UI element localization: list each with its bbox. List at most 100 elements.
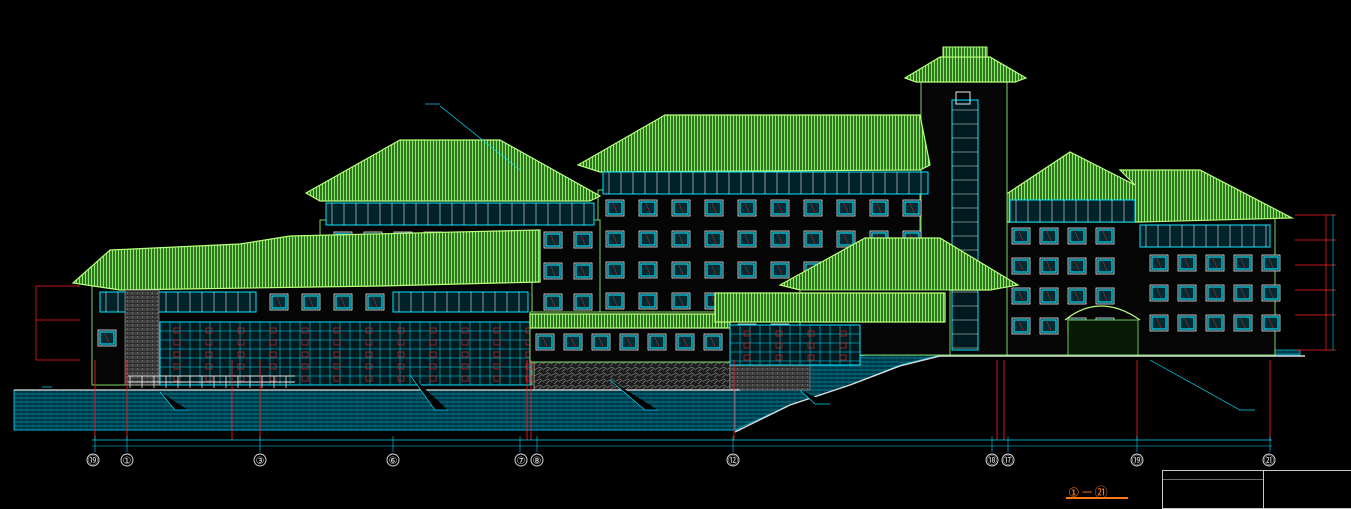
ground-layer [13, 349, 1305, 433]
window-swing [1102, 289, 1108, 303]
window-glass [1263, 256, 1279, 270]
window-swing [682, 335, 688, 349]
curtain-vent [743, 354, 751, 361]
grid-axis-circle [120, 453, 134, 467]
window-swing [104, 331, 110, 345]
window-glass [739, 232, 755, 246]
window-glass [537, 335, 553, 349]
curtain-vent [333, 351, 341, 358]
window-swing [612, 294, 618, 308]
window-glass [575, 233, 591, 247]
window-swing [1184, 286, 1190, 300]
curtain-vent [269, 351, 277, 358]
window-glass [1013, 319, 1029, 333]
curtain-vent [173, 339, 181, 346]
window-glass [739, 201, 755, 215]
curtain-vent [205, 327, 213, 334]
window-swing [542, 335, 548, 349]
window-glass [1013, 289, 1029, 303]
curtain-vent [301, 339, 309, 346]
window-swing [612, 201, 618, 215]
window-swing [1212, 316, 1218, 330]
left-wing-roof [71, 229, 541, 291]
window-swing [1046, 289, 1052, 303]
curtain-vent [493, 351, 501, 358]
window-glass [1097, 289, 1113, 303]
window-glass [1263, 286, 1279, 300]
window-glass [838, 201, 854, 215]
window-swing [678, 294, 684, 308]
window-swing [1212, 286, 1218, 300]
window-swing [550, 295, 556, 309]
window-glass [1069, 289, 1085, 303]
window-glass [1151, 286, 1167, 300]
title-block-divider [1263, 471, 1264, 508]
curtain-vent [205, 351, 213, 358]
curtain-vent [807, 330, 815, 337]
window-swing [1018, 229, 1024, 243]
window-swing [678, 232, 684, 246]
curtain-vent [365, 339, 373, 346]
window-glass [1069, 229, 1085, 243]
curtain-vent [333, 375, 341, 382]
curtain-vent [525, 375, 533, 382]
window-glass [640, 294, 656, 308]
window-glass [335, 295, 351, 309]
window-swing [711, 201, 717, 215]
curtain-vent [333, 339, 341, 346]
grid-axis-bubble: ⑥ [386, 453, 400, 467]
grid-axis-bubble: ① [120, 453, 134, 467]
curtain-vent [173, 327, 181, 334]
curtain-vent [807, 354, 815, 361]
window-swing [645, 294, 651, 308]
window-glass [271, 295, 287, 309]
ground-profile [734, 355, 1305, 433]
window-glass [772, 232, 788, 246]
window-glass [1179, 256, 1195, 270]
window-swing [372, 295, 378, 309]
window-glass [1041, 289, 1057, 303]
grid-axis-label: ⑲ [88, 455, 98, 467]
window-swing [744, 263, 750, 277]
curtain-vent [461, 339, 469, 346]
leader-line [1149, 359, 1255, 411]
curtain-vent [429, 363, 437, 370]
window-glass [1207, 286, 1223, 300]
window-glass [772, 201, 788, 215]
window-glass [1013, 259, 1029, 273]
grid-axis-bubble: ⑧ [530, 453, 544, 467]
window-glass [739, 263, 755, 277]
window-swing [1046, 319, 1052, 333]
window-glass [1235, 316, 1251, 330]
leader-line [159, 391, 188, 411]
main-block-roof [576, 114, 931, 173]
view-title-underline [1066, 497, 1128, 499]
window-glass [673, 294, 689, 308]
window-glass [706, 232, 722, 246]
window-swing [570, 335, 576, 349]
stair-tower-roof [903, 56, 1028, 83]
curtain-vent [333, 327, 341, 334]
window-swing [1156, 256, 1162, 270]
window-glass [673, 201, 689, 215]
window-glass [1041, 259, 1057, 273]
window-glass [706, 263, 722, 277]
curtain-vent [365, 363, 373, 370]
window-swing [711, 263, 717, 277]
curtain-vent [775, 330, 783, 337]
podium-canopy [529, 313, 731, 329]
curtain-vent [839, 342, 847, 349]
window-glass [705, 335, 721, 349]
pavilion-canopy [714, 292, 946, 323]
window-swing [340, 295, 346, 309]
window-swing [550, 264, 556, 278]
grid-axis-bubble: ⑱ [985, 453, 999, 467]
window-swing [1184, 316, 1190, 330]
mid-left-roof [304, 139, 602, 202]
window-swing [580, 264, 586, 278]
curtain-vent [493, 339, 501, 346]
curtain-vent [173, 363, 181, 370]
window-glass [607, 232, 623, 246]
